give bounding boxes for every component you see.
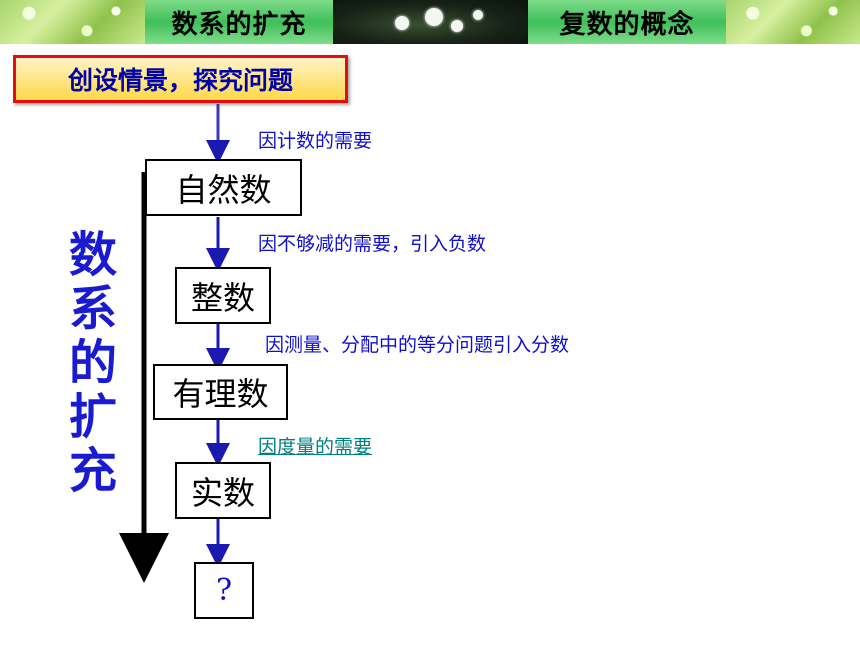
header-title-right: 复数的概念 [528, 0, 726, 44]
box-real-numbers: 实数 [175, 462, 271, 519]
box-unknown: ? [194, 562, 254, 619]
side-title-char: 系 [68, 281, 117, 337]
side-title-char: 的 [68, 335, 117, 391]
box-rational-numbers: 有理数 [153, 364, 288, 420]
decorative-leaf-image-left [0, 0, 145, 44]
box-natural-numbers: 自然数 [145, 159, 302, 216]
note-negative-numbers: 因不够减的需要，引入负数 [258, 233, 487, 255]
side-title-char: 扩 [68, 389, 117, 445]
side-title-vertical: 数 系 的 扩 充 [63, 228, 123, 498]
note-counting: 因计数的需要 [258, 130, 373, 152]
box-integers: 整数 [175, 267, 271, 324]
note-measurement-link[interactable]: 因度量的需要 [258, 436, 373, 458]
header-banner: 数系的扩充 复数的概念 [0, 0, 860, 44]
decorative-leaf-image-right [726, 0, 860, 44]
header-title-left: 数系的扩充 [145, 0, 333, 44]
side-title-char: 数 [68, 227, 117, 283]
scenario-title-box: 创设情景，探究问题 [13, 55, 348, 103]
decorative-flower-image [333, 0, 528, 44]
side-title-char: 充 [68, 443, 117, 499]
note-fractions: 因测量、分配中的等分问题引入分数 [265, 334, 570, 356]
